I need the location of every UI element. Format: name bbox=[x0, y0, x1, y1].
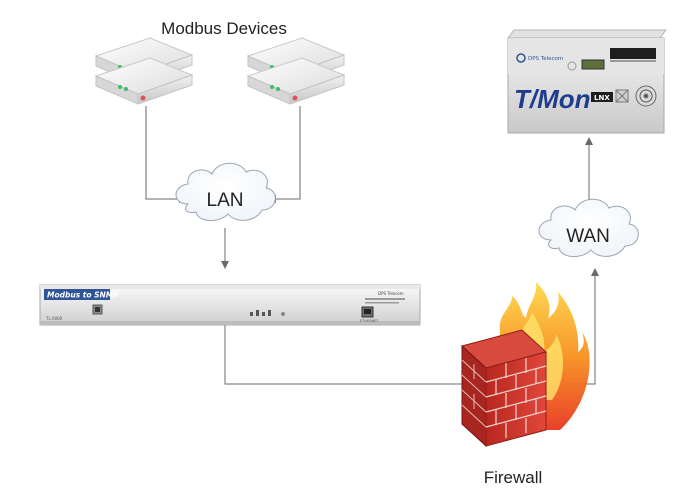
modbus-devices-label: Modbus Devices bbox=[161, 19, 287, 38]
tmon-lnx-device: DPS Telecom T/Mon LNX bbox=[507, 29, 667, 134]
dps-logo-icon bbox=[516, 53, 526, 63]
tmon-brand-label: DPS Telecom bbox=[528, 56, 563, 62]
converter-panel-label: Modbus to SNMP bbox=[47, 291, 119, 300]
wan-cloud-icon: WAN bbox=[538, 198, 639, 257]
converter-port-label: ETHERNET bbox=[360, 319, 379, 323]
reset-button-icon bbox=[281, 312, 285, 316]
lcd-display-icon bbox=[581, 59, 605, 70]
modbus-device-group-left bbox=[94, 37, 194, 105]
connector-left-servers-to-lan bbox=[145, 106, 187, 203]
converter-vendor-label: DPS Telecom bbox=[378, 291, 404, 296]
wan-label: WAN bbox=[566, 226, 610, 247]
drive-bay-icon bbox=[610, 48, 656, 59]
modbus-server-icon bbox=[94, 57, 194, 105]
modbus-to-snmp-converter: Modbus to SNMP TL-0000 DPS Telecom ETHER… bbox=[39, 284, 421, 326]
connector-right-servers-to-lan bbox=[268, 106, 301, 203]
tmon-logo: T/Mon bbox=[514, 84, 591, 114]
lan-label: LAN bbox=[207, 190, 244, 211]
modbus-server-icon bbox=[246, 57, 346, 105]
connector-converter-to-firewall bbox=[224, 325, 470, 388]
lan-cloud-icon: LAN bbox=[175, 162, 276, 221]
modbus-device-group-right bbox=[246, 37, 346, 105]
firewall-label: Firewall bbox=[484, 468, 543, 487]
status-led-icon bbox=[250, 310, 271, 316]
firewall-icon: Firewall bbox=[460, 282, 590, 487]
tmon-suffix-label: LNX bbox=[594, 94, 610, 102]
converter-model-label: TL-0000 bbox=[45, 316, 63, 321]
fan-grille-icon bbox=[615, 85, 657, 107]
